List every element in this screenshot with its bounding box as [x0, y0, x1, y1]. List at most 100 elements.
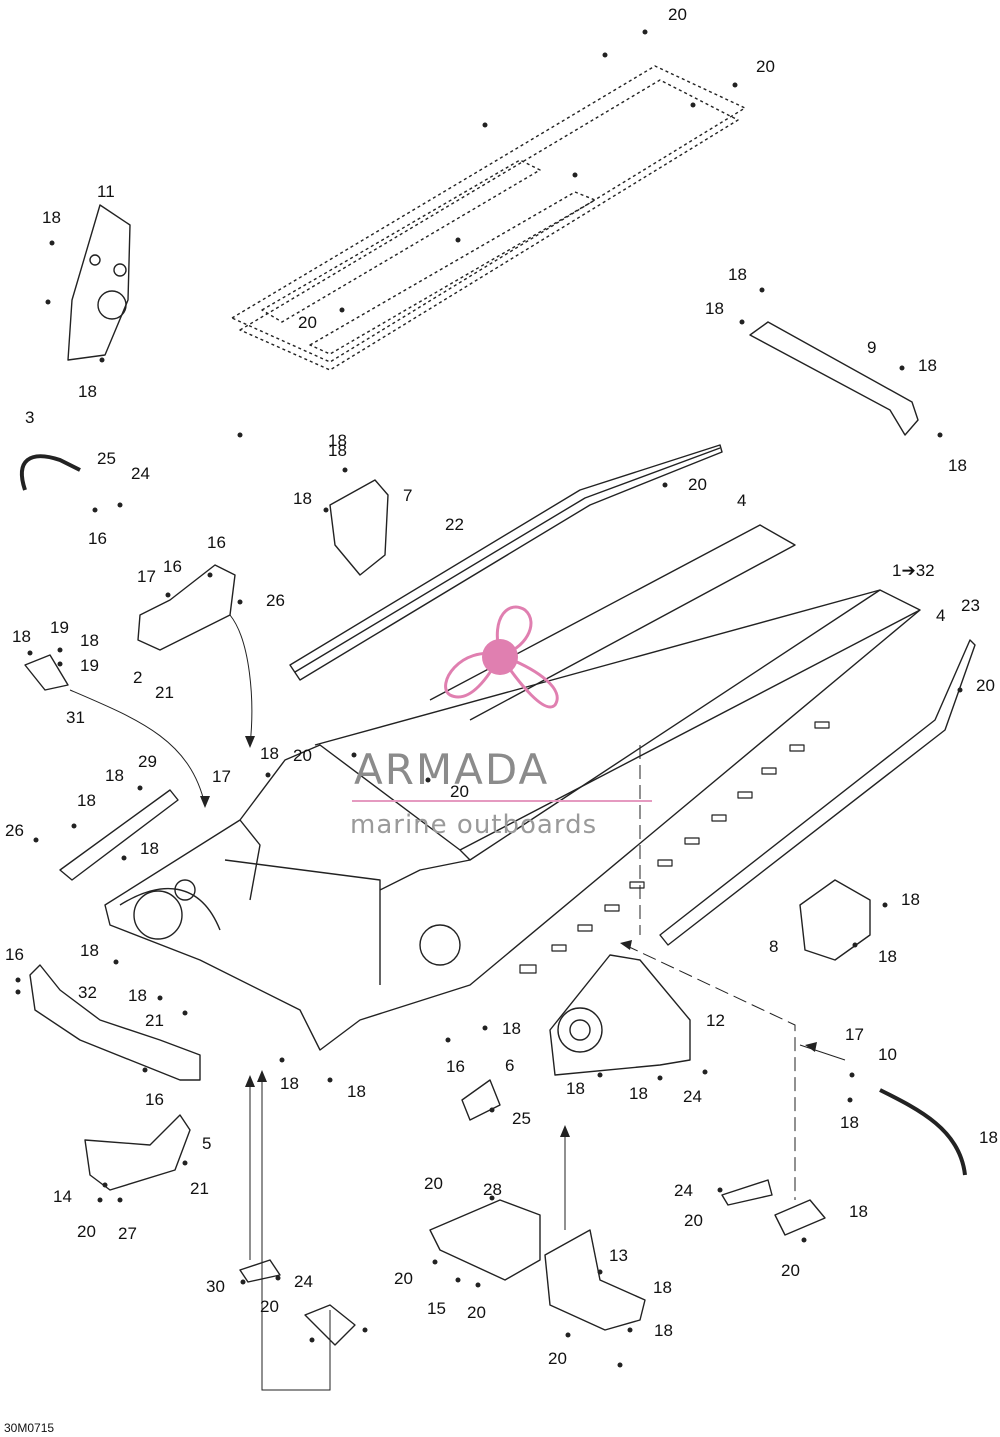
callout-label: 20: [548, 1349, 567, 1368]
cable-5: [879, 1088, 967, 1176]
callout-label: 18: [128, 986, 147, 1005]
callout-label: 18: [948, 456, 967, 475]
callout-label: 29: [138, 752, 157, 771]
callout-label: 10: [878, 1045, 897, 1064]
callout-label: 18: [260, 744, 279, 763]
callout-label: 20: [260, 1297, 279, 1316]
callout-label: 16: [446, 1057, 465, 1076]
callout-label: 24: [674, 1181, 693, 1200]
bracket-31: [24, 654, 69, 691]
callout-label: 3: [25, 408, 35, 427]
callout-label: 20: [976, 676, 995, 695]
bracket-10: [84, 1114, 191, 1191]
callout-label: 4: [737, 491, 747, 510]
callout-label: 31: [66, 708, 85, 727]
bracket-29: [59, 789, 179, 881]
callout-label: 22: [445, 515, 464, 534]
callout-label: 18: [566, 1079, 585, 1098]
tunnel-cover-outline: [231, 65, 746, 371]
callout-label: 6: [505, 1056, 515, 1075]
callout-label: 20: [467, 1303, 486, 1322]
bracket-12: [549, 954, 691, 1076]
callout-label: 24: [683, 1087, 702, 1106]
arrowheads: [200, 736, 817, 1137]
bracket-28: [774, 1199, 826, 1236]
callout-label: 25: [97, 449, 116, 468]
callout-label: 18: [42, 208, 61, 227]
callout-label: 27: [118, 1224, 137, 1243]
callout-label: 18: [979, 1128, 998, 1147]
bracket-7: [329, 479, 389, 576]
callout-label: 11: [97, 182, 115, 201]
cable-3: [19, 454, 81, 491]
diagram-code: 30M0715: [4, 1421, 55, 1435]
callout-label: 18: [918, 356, 937, 375]
callout-label: 18: [78, 382, 97, 401]
callout-label: 20: [756, 57, 775, 76]
leader-lines: [69, 614, 846, 1391]
callout-label: 14: [53, 1187, 72, 1206]
watermark-subtitle: marine outboards: [350, 810, 598, 840]
bracket-32: [29, 964, 201, 1081]
frame-slots: [519, 721, 830, 974]
callout-label: 25: [512, 1109, 531, 1128]
callout-label: 12: [706, 1011, 725, 1030]
callout-label: 16: [5, 945, 24, 964]
rail-22: [289, 444, 723, 681]
callout-label: 28: [483, 1180, 502, 1199]
callout-label: 20: [394, 1269, 413, 1288]
callout-label: 21: [190, 1179, 209, 1198]
fasteners: [15, 29, 963, 1368]
callout-label: 16: [88, 529, 107, 548]
callout-label: 20: [781, 1261, 800, 1280]
callout-label: 18: [878, 947, 897, 966]
callout-label: 18: [12, 627, 31, 646]
bracket-14: [429, 1199, 541, 1281]
callout-label: 21: [145, 1011, 164, 1030]
callout-label: 18: [653, 1278, 672, 1297]
callout-label: 24: [294, 1272, 313, 1291]
propeller-logo-icon: [444, 605, 559, 709]
bracket-15: [544, 1229, 646, 1331]
callout-label: 20: [668, 5, 687, 24]
bracket-27: [721, 1179, 773, 1206]
callout-label: 17: [845, 1025, 864, 1044]
callout-label: 20: [424, 1174, 443, 1193]
callout-label: 20: [684, 1211, 703, 1230]
bracket-13: [239, 1259, 281, 1283]
callout-label: 18: [140, 839, 159, 858]
callout-label: 18: [293, 489, 312, 508]
watermark-divider: [352, 800, 652, 802]
bracket-8: [799, 879, 871, 961]
callout-label: 7: [403, 486, 413, 505]
callout-label: 1➔32: [892, 561, 935, 580]
callout-label: 9: [867, 338, 877, 357]
callout-label: 30: [206, 1277, 225, 1296]
callout-label: 18: [328, 441, 347, 460]
tunnel-frame: [104, 589, 921, 1051]
bracket-6: [461, 1079, 501, 1121]
callout-label: 17: [137, 567, 156, 586]
callout-label: 26: [266, 591, 285, 610]
callout-label: 15: [427, 1299, 446, 1318]
callout-label: 21: [155, 683, 174, 702]
callout-label: 17: [212, 767, 231, 786]
strip-4: [429, 524, 796, 721]
callout-label: 16: [207, 533, 226, 552]
callout-label: 18: [728, 265, 747, 284]
bracket-9: [749, 321, 919, 436]
callout-label: 18: [105, 766, 124, 785]
callout-label: 18: [502, 1019, 521, 1038]
callout-label: 18: [280, 1074, 299, 1093]
callout-label: 18: [328, 431, 347, 450]
callout-label: 32: [78, 983, 97, 1002]
callout-label: 26: [5, 821, 24, 840]
callout-label: 18: [840, 1113, 859, 1132]
bracket-30: [304, 1304, 356, 1346]
callout-label: 20: [298, 313, 317, 332]
callout-label: 18: [347, 1082, 366, 1101]
callout-label: 20: [450, 782, 469, 801]
callout-label: 19: [80, 656, 99, 675]
